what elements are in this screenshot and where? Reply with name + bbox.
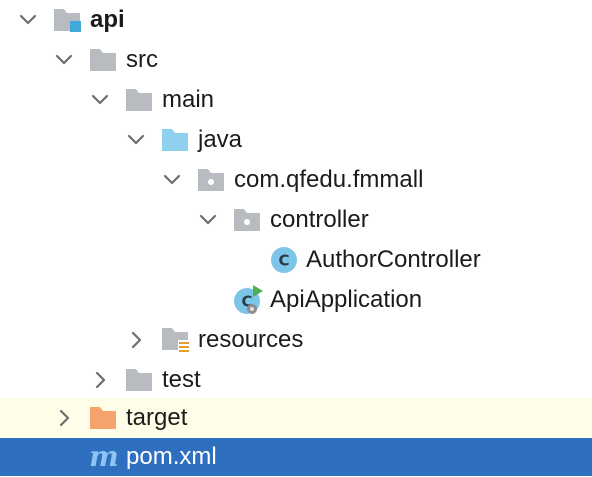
package-icon	[232, 200, 264, 240]
excluded-folder-icon	[88, 398, 120, 438]
chevron-right-icon[interactable]	[88, 360, 112, 400]
chevron-right-icon[interactable]	[124, 320, 148, 360]
tree-row-controller[interactable]: controller	[0, 200, 592, 240]
chevron-down-icon[interactable]	[196, 200, 220, 240]
tree-item-label: ApiApplication	[270, 286, 423, 313]
chevron-down-icon[interactable]	[16, 0, 40, 40]
tree-row-src[interactable]: src	[0, 40, 592, 80]
tree-item-label: src	[126, 46, 158, 73]
tree-item-label: main	[162, 86, 215, 113]
folder-icon	[124, 80, 156, 120]
tree-row-test[interactable]: test	[0, 360, 592, 400]
spring-boot-class-icon: C	[232, 280, 264, 320]
maven-icon: m	[89, 440, 119, 473]
tree-item-label: java	[198, 126, 243, 153]
tree-row-java[interactable]: java	[0, 120, 592, 160]
chevron-right-icon[interactable]	[52, 398, 76, 438]
tree-row-resources[interactable]: resources	[0, 320, 592, 360]
chevron-down-icon[interactable]	[52, 40, 76, 80]
tree-item-label: controller	[270, 206, 369, 233]
tree-row-api[interactable]: api	[0, 0, 592, 40]
tree-row-author-controller[interactable]: C AuthorController	[0, 240, 592, 280]
module-folder-icon	[52, 0, 84, 40]
tree-item-label: test	[162, 366, 201, 393]
tree-item-label: target	[126, 404, 188, 431]
tree-row-package[interactable]: com.qfedu.fmmall	[0, 160, 592, 200]
resources-folder-icon	[160, 320, 192, 360]
svg-text:C: C	[241, 293, 252, 311]
chevron-down-icon[interactable]	[124, 120, 148, 160]
tree-item-label: resources	[198, 326, 304, 353]
tree-row-api-application[interactable]: C ApiApplication	[0, 280, 592, 320]
tree-row-main[interactable]: main	[0, 80, 592, 120]
tree-item-label: api	[90, 6, 125, 33]
tree-item-label: com.qfedu.fmmall	[234, 166, 424, 193]
source-root-folder-icon	[160, 120, 192, 160]
chevron-down-icon[interactable]	[88, 80, 112, 120]
folder-icon	[88, 40, 120, 80]
class-icon: C	[268, 240, 300, 280]
chevron-down-icon[interactable]	[160, 160, 184, 200]
tree-item-label: AuthorController	[306, 246, 481, 273]
tree-row-pom-xml[interactable]: m pom.xml	[0, 438, 592, 476]
package-icon	[196, 160, 228, 200]
tree-row-target[interactable]: target	[0, 398, 592, 438]
svg-text:C: C	[278, 252, 289, 270]
folder-icon	[124, 360, 156, 400]
tree-item-label: pom.xml	[126, 443, 217, 470]
